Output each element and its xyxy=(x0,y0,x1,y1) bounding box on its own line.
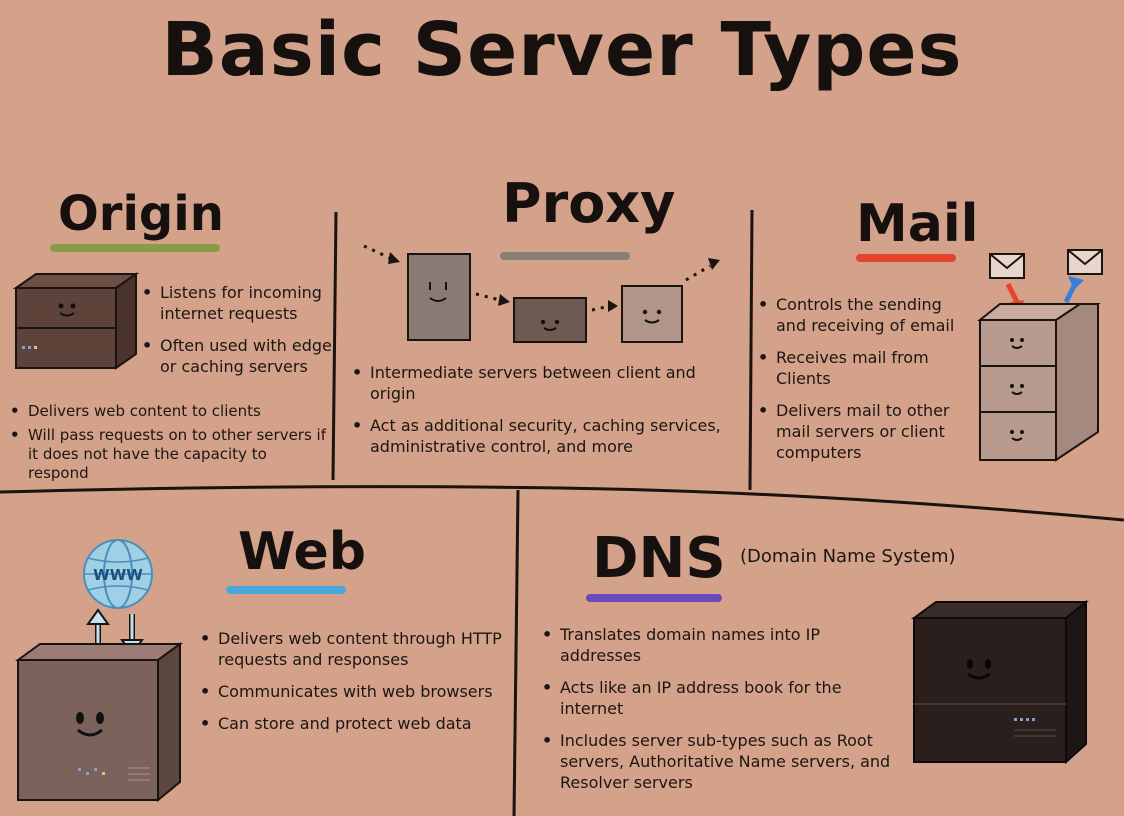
origin-underline xyxy=(50,244,220,252)
list-item: Receives mail from Clients xyxy=(758,347,970,389)
list-item: Delivers web content to clients xyxy=(10,402,332,421)
dns-title: DNS xyxy=(592,526,726,591)
web-bullets: Delivers web content through HTTP reques… xyxy=(200,628,512,745)
list-item: Listens for incoming internet requests xyxy=(142,282,332,324)
origin-bottom-bullets: Delivers web content to clients Will pas… xyxy=(10,402,332,488)
web-underline xyxy=(226,586,346,594)
list-item: Includes server sub-types such as Root s… xyxy=(542,730,902,793)
mail-server-stack-icon xyxy=(977,249,1103,462)
mail-underline xyxy=(856,254,956,262)
list-item: Controls the sending and receiving of em… xyxy=(758,294,970,336)
web-server-globe-icon: WWW xyxy=(14,539,184,803)
origin-side-bullets: Listens for incoming internet requests O… xyxy=(142,282,332,388)
list-item: Intermediate servers between client and … xyxy=(352,362,744,404)
list-item: Often used with edge or caching servers xyxy=(142,335,332,377)
list-item: Can store and protect web data xyxy=(200,713,512,734)
mail-bullets: Controls the sending and receiving of em… xyxy=(758,294,970,474)
globe-label: WWW xyxy=(93,566,143,584)
envelope-icon xyxy=(1067,249,1103,275)
mail-title: Mail xyxy=(856,194,979,254)
list-item: Communicates with web browsers xyxy=(200,681,512,702)
proxy-underline xyxy=(500,252,630,260)
dns-subtitle: (Domain Name System) xyxy=(740,546,956,567)
list-item: Delivers web content through HTTP reques… xyxy=(200,628,512,670)
page-title: Basic Server Types xyxy=(161,7,963,93)
list-item: Delivers mail to other mail servers or c… xyxy=(758,400,970,463)
proxy-chain-icon xyxy=(363,244,720,343)
envelope-icon xyxy=(989,253,1025,279)
dns-underline xyxy=(586,594,722,602)
proxy-title: Proxy xyxy=(502,172,676,235)
web-title: Web xyxy=(238,522,366,582)
list-item: Act as additional security, caching serv… xyxy=(352,415,744,457)
list-item: Acts like an IP address book for the int… xyxy=(542,677,902,719)
origin-title: Origin xyxy=(58,186,224,242)
dns-bullets: Translates domain names into IP addresse… xyxy=(542,624,902,804)
server-box-icon xyxy=(12,272,140,370)
dark-server-icon xyxy=(910,599,1089,765)
list-item: Will pass requests on to other servers i… xyxy=(10,426,332,483)
proxy-bullets: Intermediate servers between client and … xyxy=(352,362,744,468)
list-item: Translates domain names into IP addresse… xyxy=(542,624,902,666)
globe-icon: WWW xyxy=(83,539,153,609)
